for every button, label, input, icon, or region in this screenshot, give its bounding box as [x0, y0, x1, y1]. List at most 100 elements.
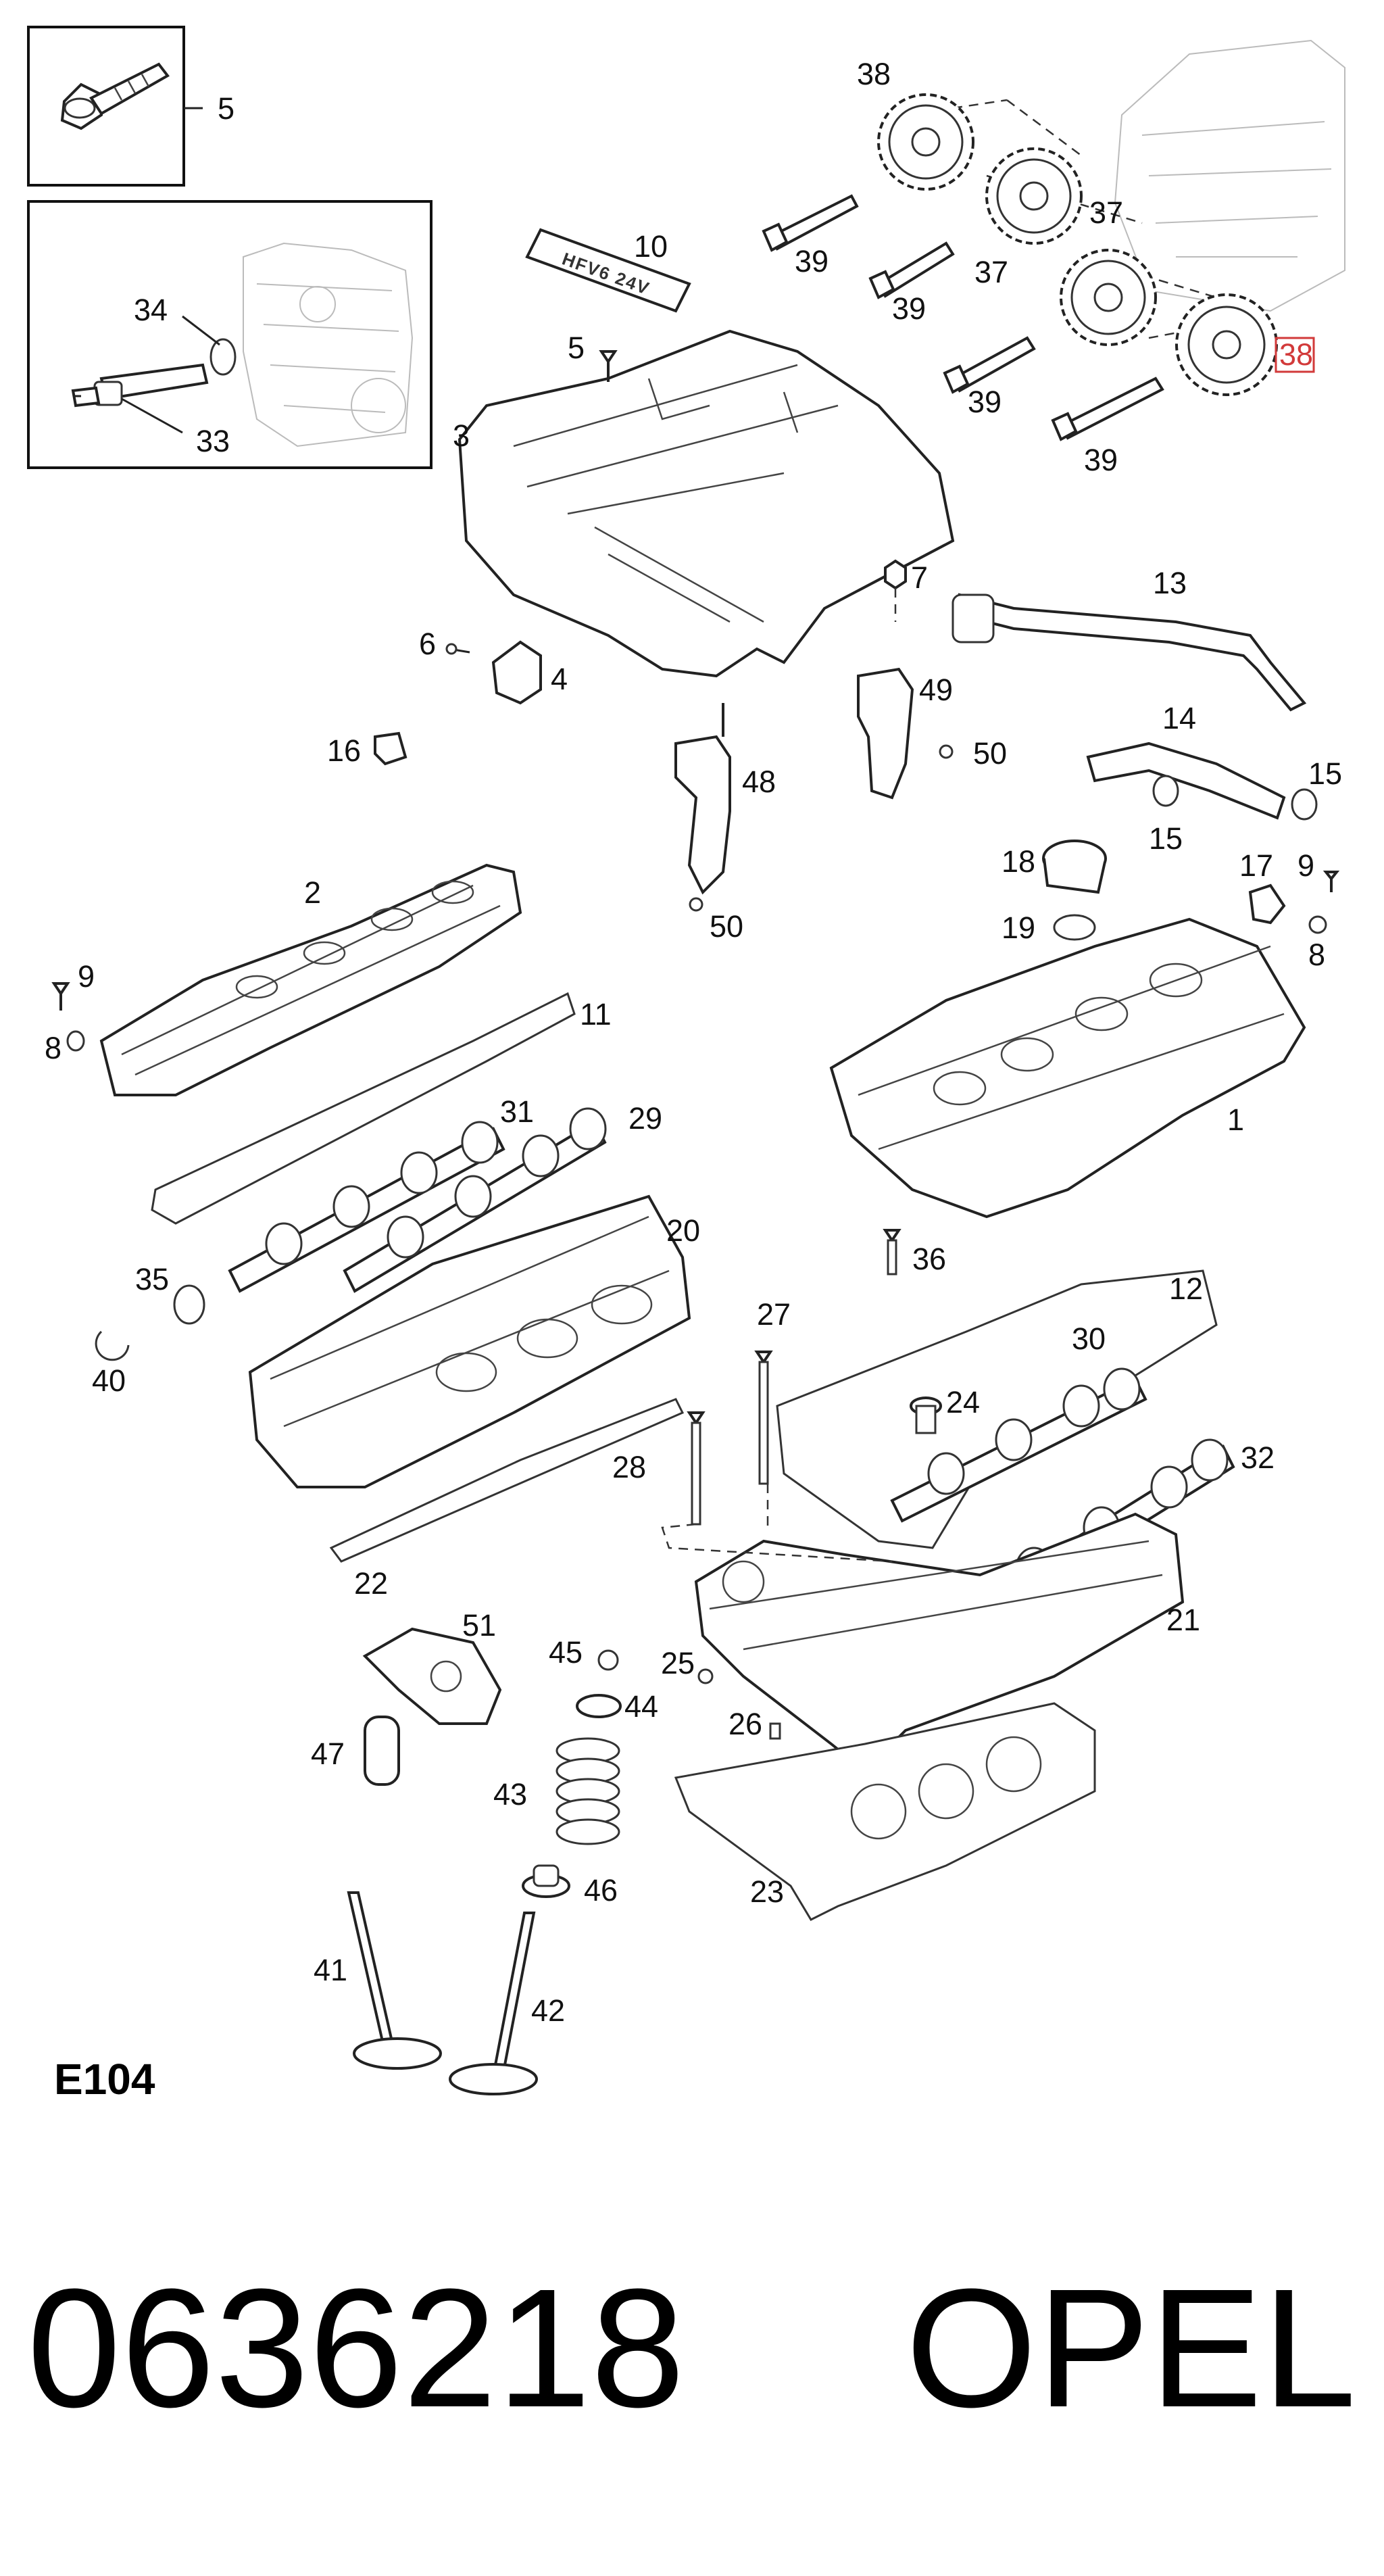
label-3: 3: [453, 418, 470, 453]
seal-19: [1053, 914, 1096, 941]
valve-41: [347, 1891, 442, 2070]
label-46: 46: [584, 1873, 618, 1907]
label-12: 12: [1169, 1271, 1203, 1306]
bracket-49: [857, 667, 914, 800]
bolt-39-b: [868, 241, 955, 299]
label-29: 29: [628, 1101, 662, 1136]
label-8-right: 8: [1308, 938, 1325, 972]
label-14: 14: [1162, 701, 1196, 735]
label-45: 45: [549, 1635, 583, 1670]
label-32: 32: [1241, 1440, 1275, 1475]
label-23: 23: [750, 1874, 784, 1909]
gasket-11: [151, 992, 576, 1225]
label-2: 2: [304, 875, 321, 910]
bracket-48: [674, 703, 731, 895]
clamp-15-a: [1152, 775, 1179, 807]
section-code: E104: [54, 2055, 155, 2104]
label-11: 11: [580, 997, 612, 1031]
label-42: 42: [531, 1993, 565, 2028]
bolt-39-a: [762, 194, 859, 252]
label-35: 35: [135, 1262, 169, 1296]
gasket-22: [329, 1398, 685, 1563]
cam-cover-1: [829, 917, 1306, 1219]
cylinder-head-20: [248, 1194, 691, 1488]
bolt-28: [687, 1411, 706, 1526]
label-37-upper: 37: [1089, 195, 1123, 230]
label-48: 48: [742, 764, 776, 799]
label-40: 40: [92, 1363, 126, 1398]
label-25: 25: [661, 1646, 695, 1680]
label-39-b: 39: [892, 291, 926, 326]
sprocket-37-upper: [985, 147, 1083, 245]
bolt-dash-lines: [661, 1484, 893, 1563]
ring-40: [95, 1330, 130, 1361]
lifter-47: [364, 1716, 400, 1786]
label-8-left: 8: [45, 1031, 61, 1065]
label-26: 26: [728, 1707, 762, 1741]
rocker-51: [362, 1627, 502, 1725]
bolt-27: [754, 1351, 773, 1485]
highlight-box: [1275, 337, 1315, 373]
label-50-right: 50: [973, 736, 1007, 771]
label-5-small: 5: [568, 331, 585, 365]
label-1: 1: [1227, 1102, 1244, 1137]
label-37-lower: 37: [974, 255, 1008, 289]
engine-cover-3: [458, 329, 955, 678]
label-15-a: 15: [1149, 821, 1183, 856]
screw-5-small: [599, 350, 618, 382]
label-33: 33: [196, 424, 230, 458]
label-4: 4: [551, 662, 568, 696]
label-6: 6: [419, 627, 436, 661]
camshaft-30: [890, 1367, 1147, 1523]
camshaft-29: [343, 1107, 607, 1293]
screw-50-right: [939, 744, 954, 759]
label-13: 13: [1153, 566, 1187, 600]
label-38-top: 38: [857, 57, 891, 91]
screw-6: [445, 643, 470, 655]
dowel-25: [697, 1668, 714, 1684]
cap-18: [1042, 840, 1107, 894]
label-9-right: 9: [1298, 848, 1314, 883]
brand-name: OPEL: [906, 2254, 1356, 2442]
hose-14: [1086, 742, 1286, 820]
seal-35: [173, 1284, 205, 1325]
nut-7: [884, 559, 907, 590]
sprocket-38-highlighted: [1175, 293, 1278, 396]
nut-8-left: [66, 1030, 85, 1052]
bolt-39-c: [943, 336, 1036, 394]
label-36: 36: [912, 1242, 946, 1276]
seal-34-drawing: [209, 338, 237, 376]
label-10: 10: [634, 229, 668, 264]
label-9-left: 9: [78, 959, 95, 994]
label-22: 22: [354, 1566, 388, 1601]
label-39-d: 39: [1084, 443, 1118, 477]
label-19: 19: [1002, 910, 1035, 945]
valve-42: [449, 1912, 538, 2095]
label-51: 51: [462, 1608, 496, 1643]
label-44: 44: [624, 1689, 658, 1724]
label-15-b: 15: [1308, 756, 1342, 791]
bolt-36: [883, 1229, 901, 1275]
label-39-a: 39: [795, 244, 829, 278]
spring-43: [555, 1737, 620, 1845]
gasket-23: [674, 1702, 1096, 1921]
label-38-highlighted[interactable]: 38: [1279, 337, 1313, 372]
engine-sketch: [243, 242, 414, 447]
bolt-39-d: [1051, 376, 1164, 441]
bolt-9-left: [51, 982, 70, 1011]
nut-8-right: [1308, 915, 1327, 934]
bolt-5-drawing: [60, 62, 170, 130]
label-34: 34: [134, 293, 168, 327]
label-18: 18: [1002, 844, 1035, 879]
sprocket-37-lower: [1060, 249, 1157, 346]
label-30: 30: [1072, 1321, 1106, 1356]
label-24: 24: [946, 1385, 980, 1419]
fitting-17: [1248, 883, 1286, 925]
label-5-inset: 5: [218, 91, 234, 126]
timing-area-sketch: [1114, 39, 1345, 312]
bolt-9-right: [1323, 871, 1340, 892]
cam-cover-2: [99, 863, 522, 1096]
plug-24: [910, 1396, 942, 1434]
label-7: 7: [911, 560, 928, 595]
